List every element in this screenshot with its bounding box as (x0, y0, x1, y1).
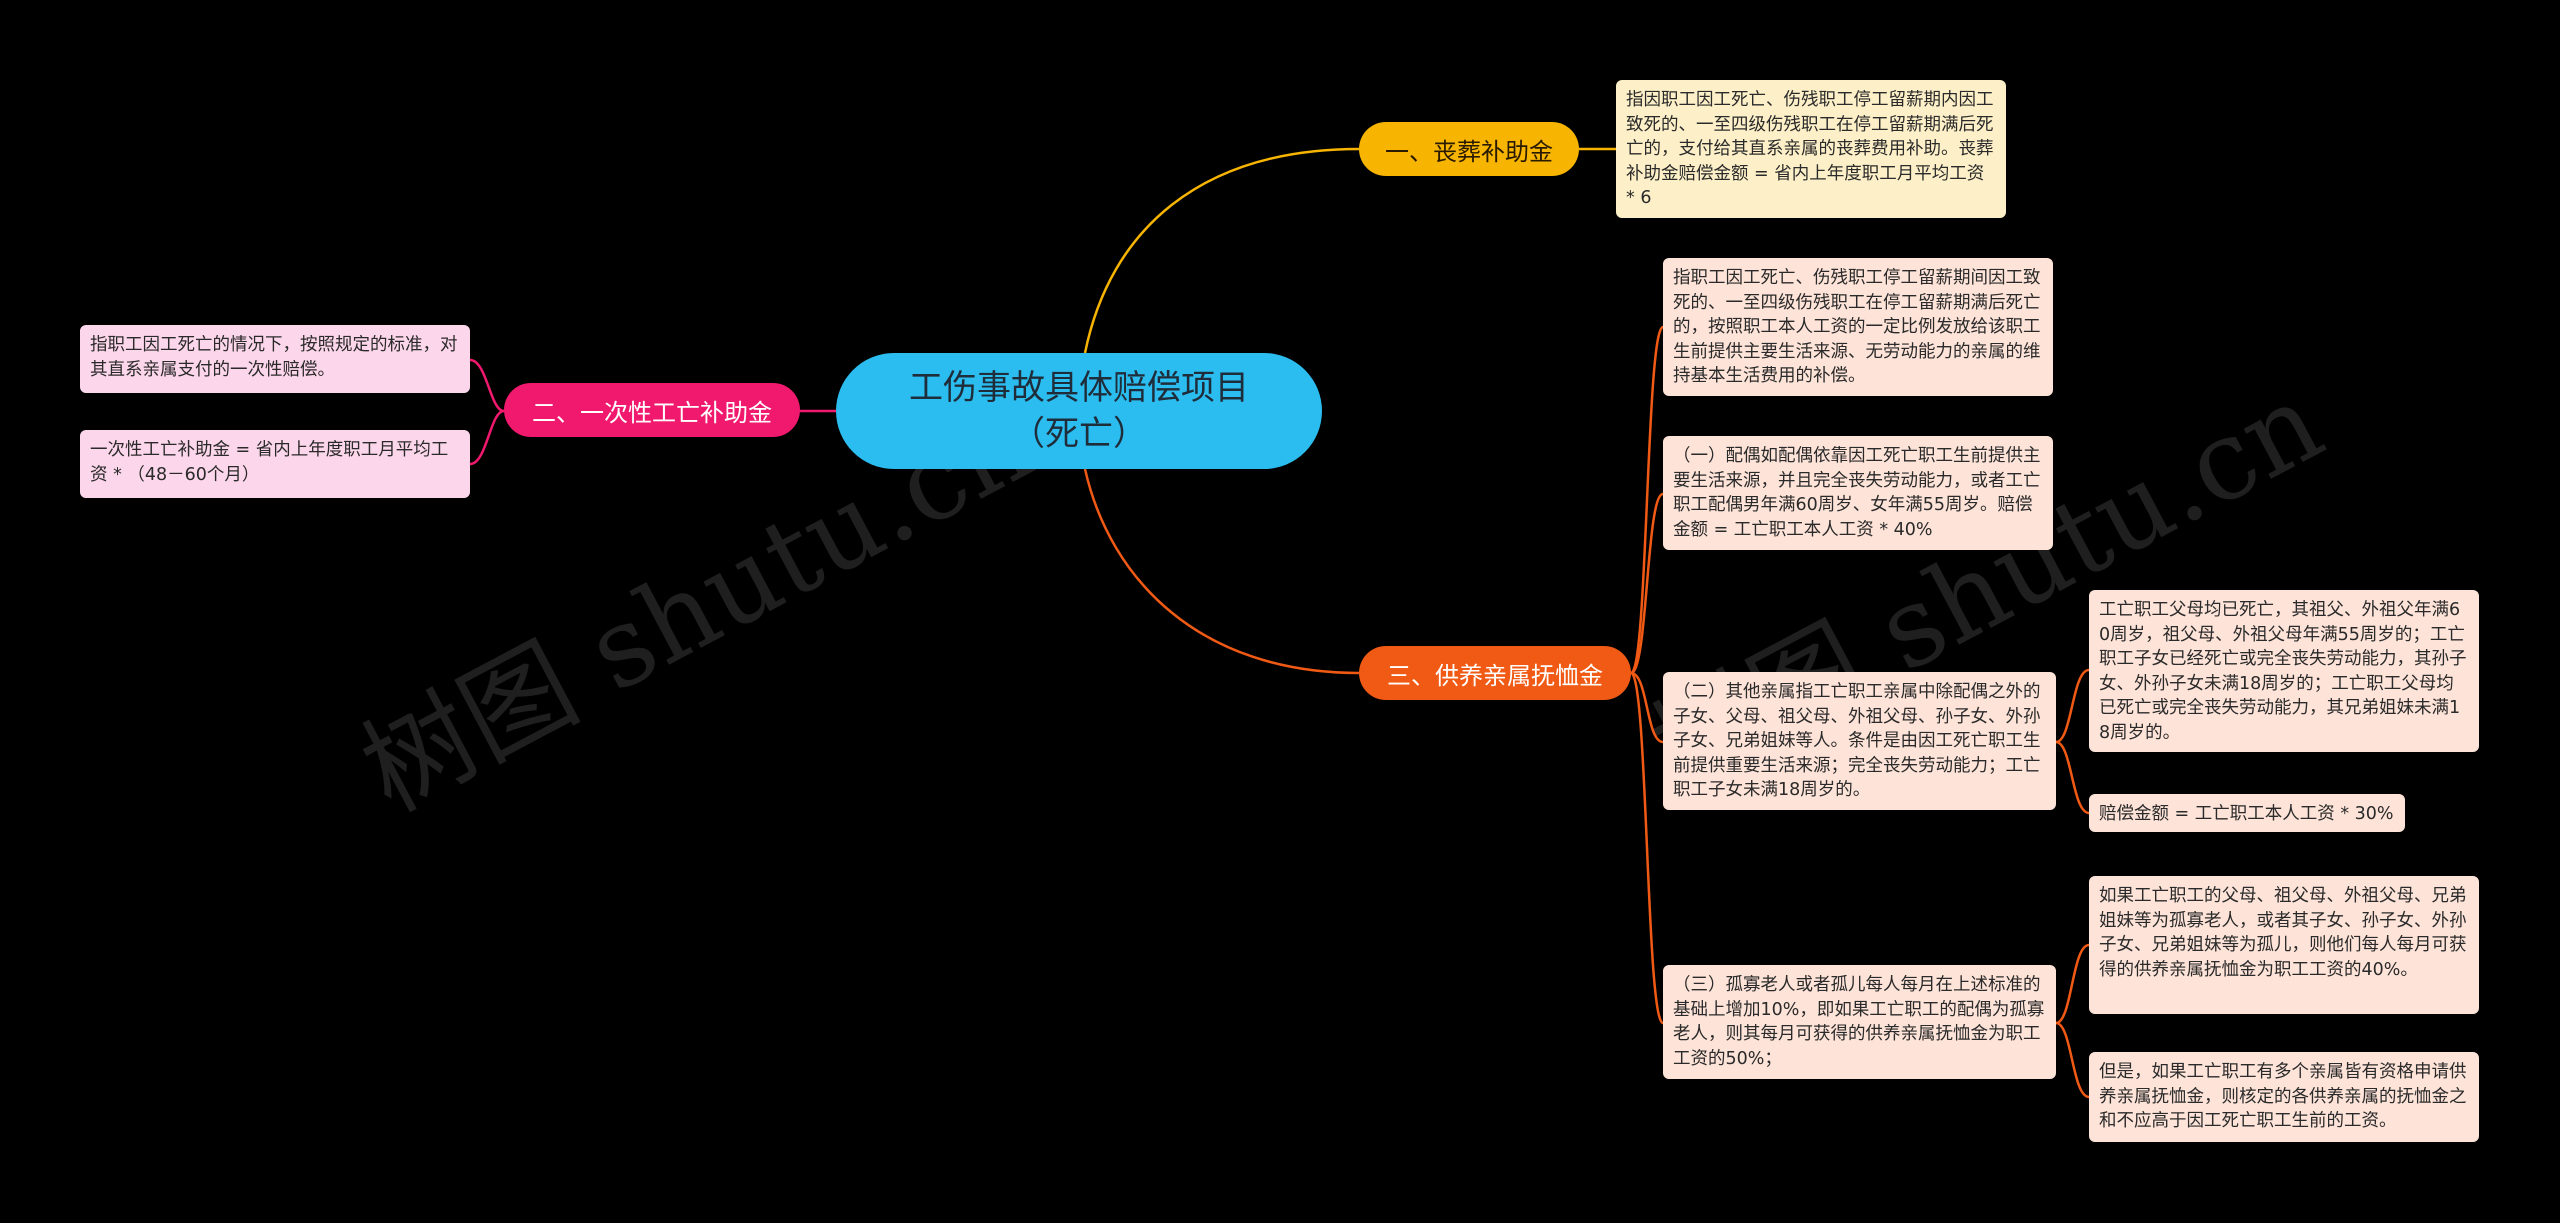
link-dep-note4 (1629, 671, 1665, 1025)
other-relatives-conditions: 工亡职工父母均已死亡，其祖父、外祖父年满60周岁，祖父母、外祖父母年满55周岁的… (2089, 590, 2479, 752)
root-topic[interactable]: 工伤事故具体赔偿项目（死亡） (836, 353, 1322, 469)
link-orphan-sub1 (2055, 943, 2090, 1025)
orphans-elderly-amount: 如果工亡职工的父母、祖父母、外祖父母、兄弟姐妹等为孤寡老人，或者其子女、孙子女、… (2089, 876, 2479, 1014)
link-orphan-sub2 (2055, 1021, 2090, 1099)
link-root-dependents (1083, 468, 1360, 675)
branch-funeral-subsidy[interactable]: 一、丧葬补助金 (1359, 122, 1579, 176)
link-lumpsum-note1 (469, 358, 505, 413)
branch-dependents-pension[interactable]: 三、供养亲属抚恤金 (1359, 646, 1631, 700)
lump-sum-note-formula: 一次性工亡补助金 = 省内上年度职工月平均工资 * （48－60个月） (80, 430, 470, 498)
dependents-note-definition: 指职工因工死亡、伤残职工停工留薪期间因工致死的、一至四级伤残职工在停工留薪期满后… (1663, 258, 2053, 396)
link-root-funeral (1083, 147, 1360, 354)
other-relatives-amount: 赔偿金额 = 工亡职工本人工资 * 30% (2089, 794, 2405, 832)
dependents-note-spouse: （一）配偶如配偶依靠因工死亡职工生前提供主要生活来源，并且完全丧失劳动能力，或者… (1663, 436, 2053, 550)
lump-sum-note-definition: 指职工因工死亡的情况下，按照规定的标准，对其直系亲属支付的一次性赔偿。 (80, 325, 470, 393)
link-lumpsum-note2 (469, 409, 505, 466)
pension-cap-note: 但是，如果工亡职工有多个亲属皆有资格申请供养亲属抚恤金，则核定的各供养亲属的抚恤… (2089, 1052, 2479, 1142)
funeral-subsidy-note: 指因职工因工死亡、伤残职工停工留薪期内因工致死的、一至四级伤残职工在停工留薪期满… (1616, 80, 2006, 218)
link-dep-note3 (1630, 671, 1664, 744)
link-other-sub1 (2055, 668, 2090, 744)
dependents-note-other-relatives: （二）其他亲属指工亡职工亲属中除配偶之外的子女、父母、祖父母、外祖父母、孙子女、… (1663, 672, 2056, 810)
link-other-sub2 (2055, 740, 2090, 815)
branch-lump-sum-death-benefit[interactable]: 二、一次性工亡补助金 (504, 383, 800, 437)
link-dep-note2 (1630, 492, 1664, 675)
link-dep-note1 (1629, 325, 1665, 675)
dependents-note-orphans-elderly: （三）孤寡老人或者孤儿每人每月在上述标准的基础上增加10%，即如果工亡职工的配偶… (1663, 965, 2056, 1079)
